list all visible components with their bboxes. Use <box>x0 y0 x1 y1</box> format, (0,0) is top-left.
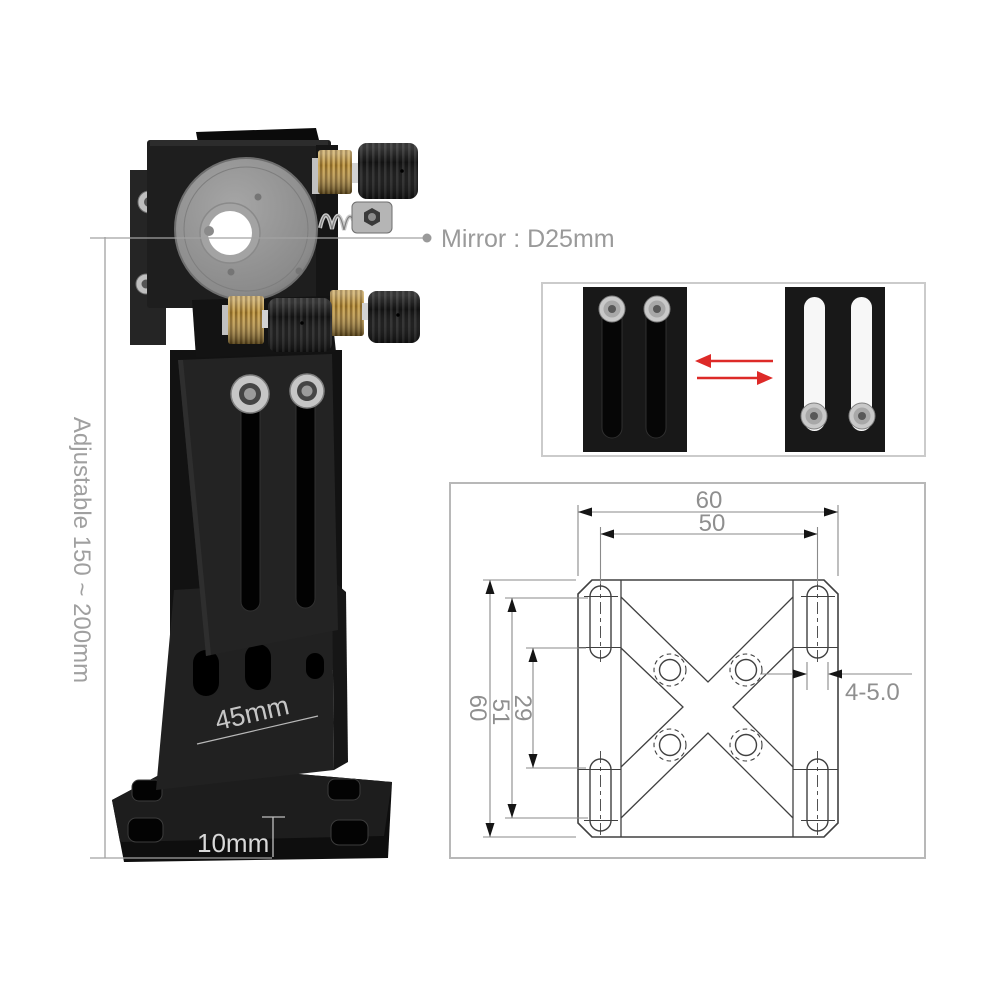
slide-right-arrow-icon <box>697 371 773 385</box>
slide-plate <box>178 354 338 656</box>
adjust-knob-right <box>330 290 420 343</box>
drawing-dimensions <box>483 505 912 838</box>
mirror-head <box>130 128 338 358</box>
adjustment-inset <box>541 282 926 457</box>
mirror-mount-photo <box>112 128 420 862</box>
bracket-screw <box>800 402 828 430</box>
mirror-cell <box>174 157 318 301</box>
height-dimension-lines <box>90 237 424 859</box>
leader-dot-icon <box>422 233 432 243</box>
base-hole <box>127 817 164 843</box>
bracket-screw <box>848 402 876 430</box>
dim-slot-size: 4-5.0 <box>845 679 900 706</box>
dim-overall-width: 60 <box>696 487 723 514</box>
slide-slot <box>295 395 316 609</box>
base-hole <box>330 819 369 846</box>
slide-slot <box>240 398 261 612</box>
base-hole <box>327 778 361 801</box>
plate-x-ribs <box>620 596 794 819</box>
bracket-slot <box>804 297 825 431</box>
base-thickness-lines <box>262 816 285 857</box>
adjust-knob-top <box>312 143 418 199</box>
slot-centerlines <box>578 578 838 839</box>
stand-width-line <box>196 715 319 745</box>
base-hole <box>131 779 163 802</box>
bracket-slot <box>851 297 872 431</box>
spring-screw <box>318 201 393 234</box>
mirror-aperture <box>208 211 252 255</box>
bracket-screw <box>598 295 626 323</box>
stand-notch <box>306 653 324 679</box>
plate-outline <box>577 579 839 838</box>
base-thickness-label: 10mm <box>197 828 269 858</box>
dimension-arrows <box>485 507 842 837</box>
dim-slot-outer-span: 51 <box>487 699 514 726</box>
stand-slot-end <box>245 644 271 690</box>
photo-annotations: Mirror : D25mm Adjustable 150 ~ 200mm 45… <box>68 225 615 859</box>
dim-hole-spacing: 50 <box>699 510 726 537</box>
dim-overall-height: 60 <box>464 695 491 722</box>
adjust-knob-left <box>222 296 332 352</box>
plate-center-holes <box>653 653 763 762</box>
slide-left-arrow-icon <box>695 354 773 368</box>
mirror-label: Mirror : D25mm <box>441 225 615 253</box>
lock-screw <box>230 374 270 414</box>
mounting-plate-drawing: 60 50 60 51 29 4-5.0 <box>449 482 926 859</box>
lock-screw <box>289 373 325 409</box>
stand-slot-end <box>193 650 219 696</box>
adjustable-height-label: Adjustable 150 ~ 200mm <box>68 417 95 683</box>
bracket-screw <box>643 295 671 323</box>
bracket-raised <box>583 287 687 452</box>
dim-slot-inner-span: 29 <box>509 695 536 722</box>
bracket-lowered <box>785 287 885 452</box>
